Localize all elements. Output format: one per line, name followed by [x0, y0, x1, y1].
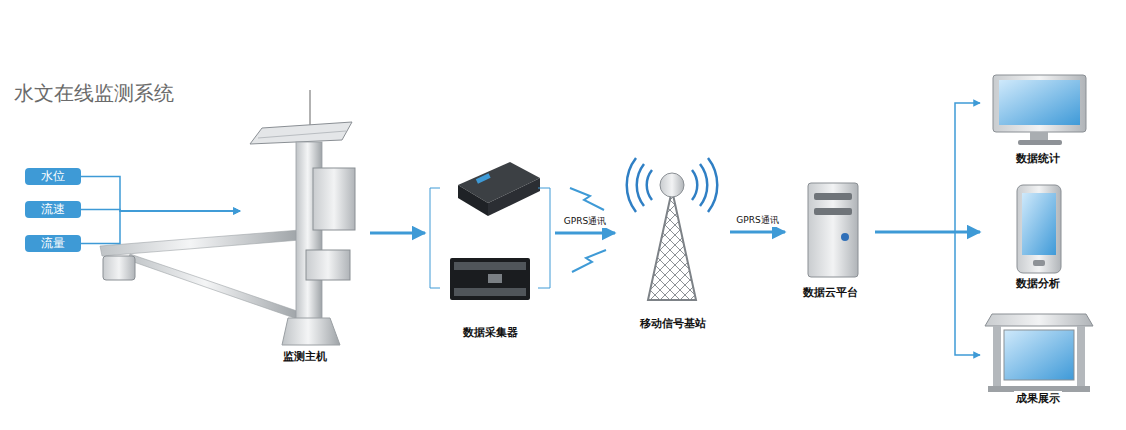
signal-tower — [627, 158, 718, 300]
phone-device — [1017, 185, 1061, 273]
flow-arrow — [370, 232, 425, 235]
cloud-platform: 数据云平台 — [785, 178, 875, 300]
monitor-host: 监测主机 — [240, 90, 370, 364]
node-label: 流速 — [33, 202, 73, 217]
node-label: 数据统计 — [1014, 151, 1062, 166]
flow-arrow — [875, 103, 980, 232]
sensor-pill: 流量 — [25, 235, 81, 252]
node-label: 水位 — [33, 169, 73, 184]
node-label: 数据采集器 — [461, 325, 520, 340]
sensor-pill: 流速 — [25, 201, 81, 218]
node-label: 数据分析 — [1014, 276, 1062, 291]
signal-wave — [570, 188, 606, 272]
bracket — [430, 188, 550, 288]
flow-arrow — [555, 232, 615, 235]
monitor-screen — [993, 75, 1086, 145]
flow-arrow — [81, 177, 240, 212]
sensor-pill: 水位 — [25, 168, 81, 185]
flow-arrow — [875, 232, 980, 355]
flow-arrow — [730, 231, 785, 234]
edge-label: GPRS通讯 — [735, 214, 779, 227]
display-kiosk — [985, 314, 1093, 392]
node-label: 监测主机 — [281, 349, 329, 364]
flow-arrow — [81, 211, 240, 244]
diagram-title: 水文在线监测系统 — [14, 80, 174, 107]
node-label: 流量 — [33, 236, 73, 251]
collector-group: 数据采集器 — [425, 160, 555, 340]
output-device: 成果展示 — [980, 310, 1095, 406]
node-label: 移动信号基站 — [638, 316, 708, 331]
data-collector — [450, 162, 540, 300]
edge-label: GPRS通讯 — [563, 215, 607, 228]
node-label: 数据云平台 — [801, 285, 860, 300]
output-device: 数据分析 — [980, 180, 1095, 291]
monitor-pole — [100, 90, 355, 345]
cloud-server — [808, 183, 858, 277]
node-label: 成果展示 — [1014, 391, 1062, 406]
output-device: 数据统计 — [980, 70, 1095, 166]
base-station: 移动信号基站 — [615, 155, 730, 331]
